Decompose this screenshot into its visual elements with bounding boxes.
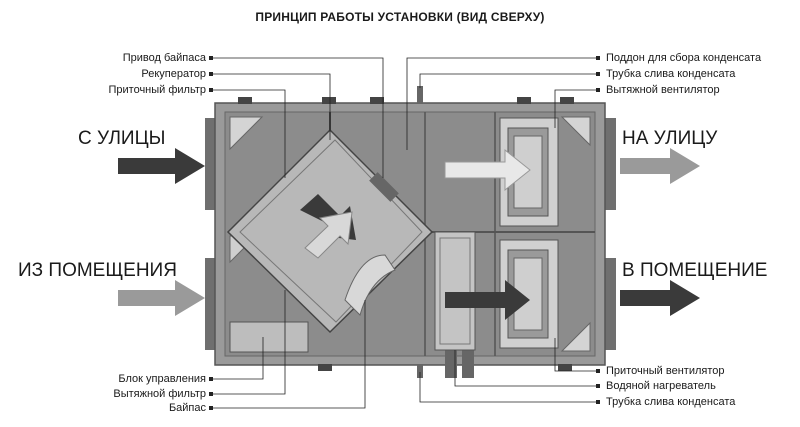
supply-arrow-inner xyxy=(304,211,353,259)
bypass-flap xyxy=(344,254,396,316)
flow-outside-in-label: С УЛИЦЫ xyxy=(78,128,166,149)
bypass-actuator xyxy=(369,172,399,202)
label-exhaust-fan: Вытяжной вентилятор xyxy=(606,84,720,96)
label-bypass-actuator: Привод байпаса xyxy=(122,52,206,64)
outside-in-arrow xyxy=(118,148,205,184)
drain-pipe-top xyxy=(417,86,423,104)
drain-pipe-bottom xyxy=(417,364,423,378)
label-recuperator: Рекуператор xyxy=(141,68,206,80)
label-exhaust-filter: Вытяжной фильтр xyxy=(113,388,206,400)
label-supply-filter: Приточный фильтр xyxy=(108,84,206,96)
label-drain-pipe-top: Трубка слива конденсата xyxy=(606,68,736,80)
heater-pipe-1 xyxy=(445,350,457,378)
water-heater xyxy=(434,231,476,351)
supply-fan-arrow xyxy=(445,280,530,320)
label-supply-fan: Приточный вентилятор xyxy=(606,365,725,377)
to-room-arrow xyxy=(620,280,700,316)
room-in-arrow xyxy=(118,280,205,316)
to-outside-arrow xyxy=(620,148,700,184)
label-drain-pipe-bottom: Трубка слива конденсата xyxy=(606,396,736,408)
flow-room-in-label: ИЗ ПОМЕЩЕНИЯ xyxy=(18,260,177,281)
label-water-heater: Водяной нагреватель xyxy=(606,380,716,392)
label-bypass: Байпас xyxy=(168,402,206,414)
control-block xyxy=(229,321,309,353)
exhaust-fan-arrow xyxy=(444,148,531,192)
label-condensate-tray: Поддон для сбора конденсата xyxy=(606,52,762,64)
label-control-block: Блок управления xyxy=(118,373,206,385)
diagram-title: ПРИНЦИП РАБОТЫ УСТАНОВКИ (ВИД СВЕРХУ) xyxy=(255,10,545,24)
heater-pipe-2 xyxy=(462,350,474,378)
flow-to-room-label: В ПОМЕЩЕНИЕ xyxy=(622,260,768,281)
flow-to-outside-label: НА УЛИЦУ xyxy=(622,128,718,149)
